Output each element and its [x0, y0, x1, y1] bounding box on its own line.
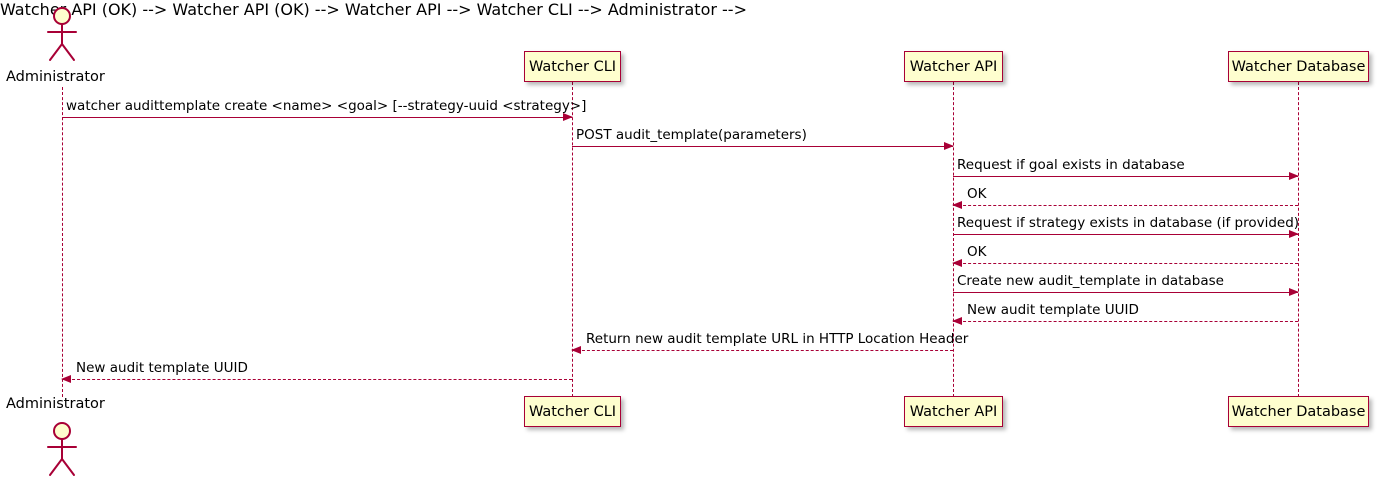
arrowhead-right-5	[1289, 229, 1299, 238]
message-label-10: New audit template UUID	[76, 360, 248, 376]
message-label-1: watcher audittemplate create <name> <goa…	[66, 98, 587, 114]
message-label-6: OK	[967, 244, 987, 260]
actor-administrator-bottom	[41, 420, 83, 476]
participant-box-watcher-cli-top[interactable]: Watcher CLI	[524, 51, 621, 82]
message-line-7	[953, 292, 1298, 293]
message-line-9	[572, 350, 953, 351]
arrowhead-left-9	[571, 345, 581, 354]
actor-label-administrator-bottom: Administrator	[6, 396, 105, 412]
lifeline-watcher-db	[1298, 82, 1299, 397]
message-line-2	[572, 146, 953, 147]
arrowhead-right-2	[944, 141, 954, 150]
participant-box-watcher-cli-bottom[interactable]: Watcher CLI	[524, 396, 621, 427]
participant-box-watcher-db-top[interactable]: Watcher Database	[1228, 51, 1369, 82]
message-line-6	[953, 263, 1298, 264]
arrowhead-right-1	[563, 112, 573, 121]
actor-administrator-top	[41, 6, 83, 61]
message-line-5	[953, 234, 1298, 235]
message-label-3: Request if goal exists in database	[957, 157, 1185, 173]
message-line-3	[953, 176, 1298, 177]
message-label-7: Create new audit_template in database	[957, 273, 1224, 289]
lifeline-watcher-cli	[572, 82, 573, 397]
message-label-2: POST audit_template(parameters)	[576, 127, 807, 143]
message-line-1	[62, 117, 572, 118]
lifeline-watcher-api	[953, 82, 954, 397]
message-line-10	[62, 379, 572, 380]
actor-label-administrator-top: Administrator	[6, 69, 105, 85]
lifeline-administrator	[62, 87, 63, 397]
arrowhead-right-3	[1289, 171, 1299, 180]
arrowhead-left-8	[952, 316, 962, 325]
message-label-5: Request if strategy exists in database (…	[957, 215, 1300, 231]
message-label-8: New audit template UUID	[967, 302, 1139, 318]
participant-box-watcher-db-bottom[interactable]: Watcher Database	[1228, 396, 1369, 427]
participant-box-watcher-api-top[interactable]: Watcher API	[904, 51, 1003, 82]
message-label-4: OK	[967, 186, 987, 202]
message-label-9: Return new audit template URL in HTTP Lo…	[586, 331, 969, 347]
arrowhead-right-7	[1289, 287, 1299, 296]
arrowhead-left-6	[952, 258, 962, 267]
participant-box-watcher-api-bottom[interactable]: Watcher API	[904, 396, 1003, 427]
message-line-8	[953, 321, 1298, 322]
arrowhead-left-10	[61, 374, 71, 383]
arrowhead-left-4	[952, 200, 962, 209]
message-line-4	[953, 205, 1298, 206]
